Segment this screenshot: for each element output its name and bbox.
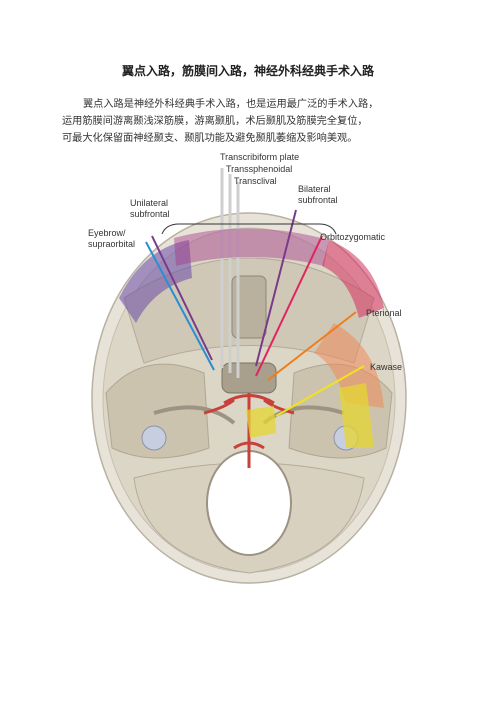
skull-base-approaches-figure: Transcribiform plate Transsphenoidal Tra… [84,148,414,588]
petrous-ridge-left [153,405,236,425]
cribriform-plate [231,275,267,339]
label-unilateral-line2: subfrontal [130,209,170,219]
kawase-target [246,406,276,438]
label-bilateral-line1: Bilateral [298,184,331,194]
paragraph-line: 运用筋膜间游离颞浅深筋膜，游离颞肌，术后颞肌及筋膜完全复位， [62,116,368,127]
label-transsphenoidal: Transsphenoidal [226,164,292,174]
label-orbitozygomatic: Orbitozygomatic [320,232,386,242]
orbitozygomatic-zone [322,240,384,318]
label-eyebrow-line2: supraorbital [88,239,135,249]
label-bilateral-line2: subfrontal [298,195,338,205]
eyebrow-supraorbital-zone [119,240,192,323]
bilateral-subfrontal-zone [174,228,329,266]
paragraph-line: 翼点入路是神经外科经典手术入路，也是运用最广泛的手术入路， [83,99,379,110]
skull-base-illustration: Transcribiform plate Transsphenoidal Tra… [88,152,407,584]
label-eyebrow-line1: Eyebrow/ [88,228,126,238]
inner-ear-left [141,425,167,451]
label-transclival: Transclival [234,176,277,186]
label-transcribiform: Transcribiform plate [220,152,299,162]
approach-bracket [161,223,337,235]
paragraph-line: 可最大化保留面神经颞支、颞肌功能及避免颞肌萎缩及影响美观。 [62,133,358,144]
midline-approach-lines [220,168,240,378]
label-unilateral-line1: Unilateral [130,198,168,208]
pterional-zone [314,323,384,408]
label-kawase: Kawase [370,362,402,372]
article-paragraph: 翼点入路是神经外科经典手术入路，也是运用最广泛的手术入路， 运用筋膜间游离颞浅深… [62,96,442,147]
approach-arrows [145,209,365,417]
label-pterional: Pterional [366,308,402,318]
article-title: 翼点入路，筋膜间入路，神经外科经典手术入路 [121,64,374,78]
kawase-zone [339,383,374,448]
